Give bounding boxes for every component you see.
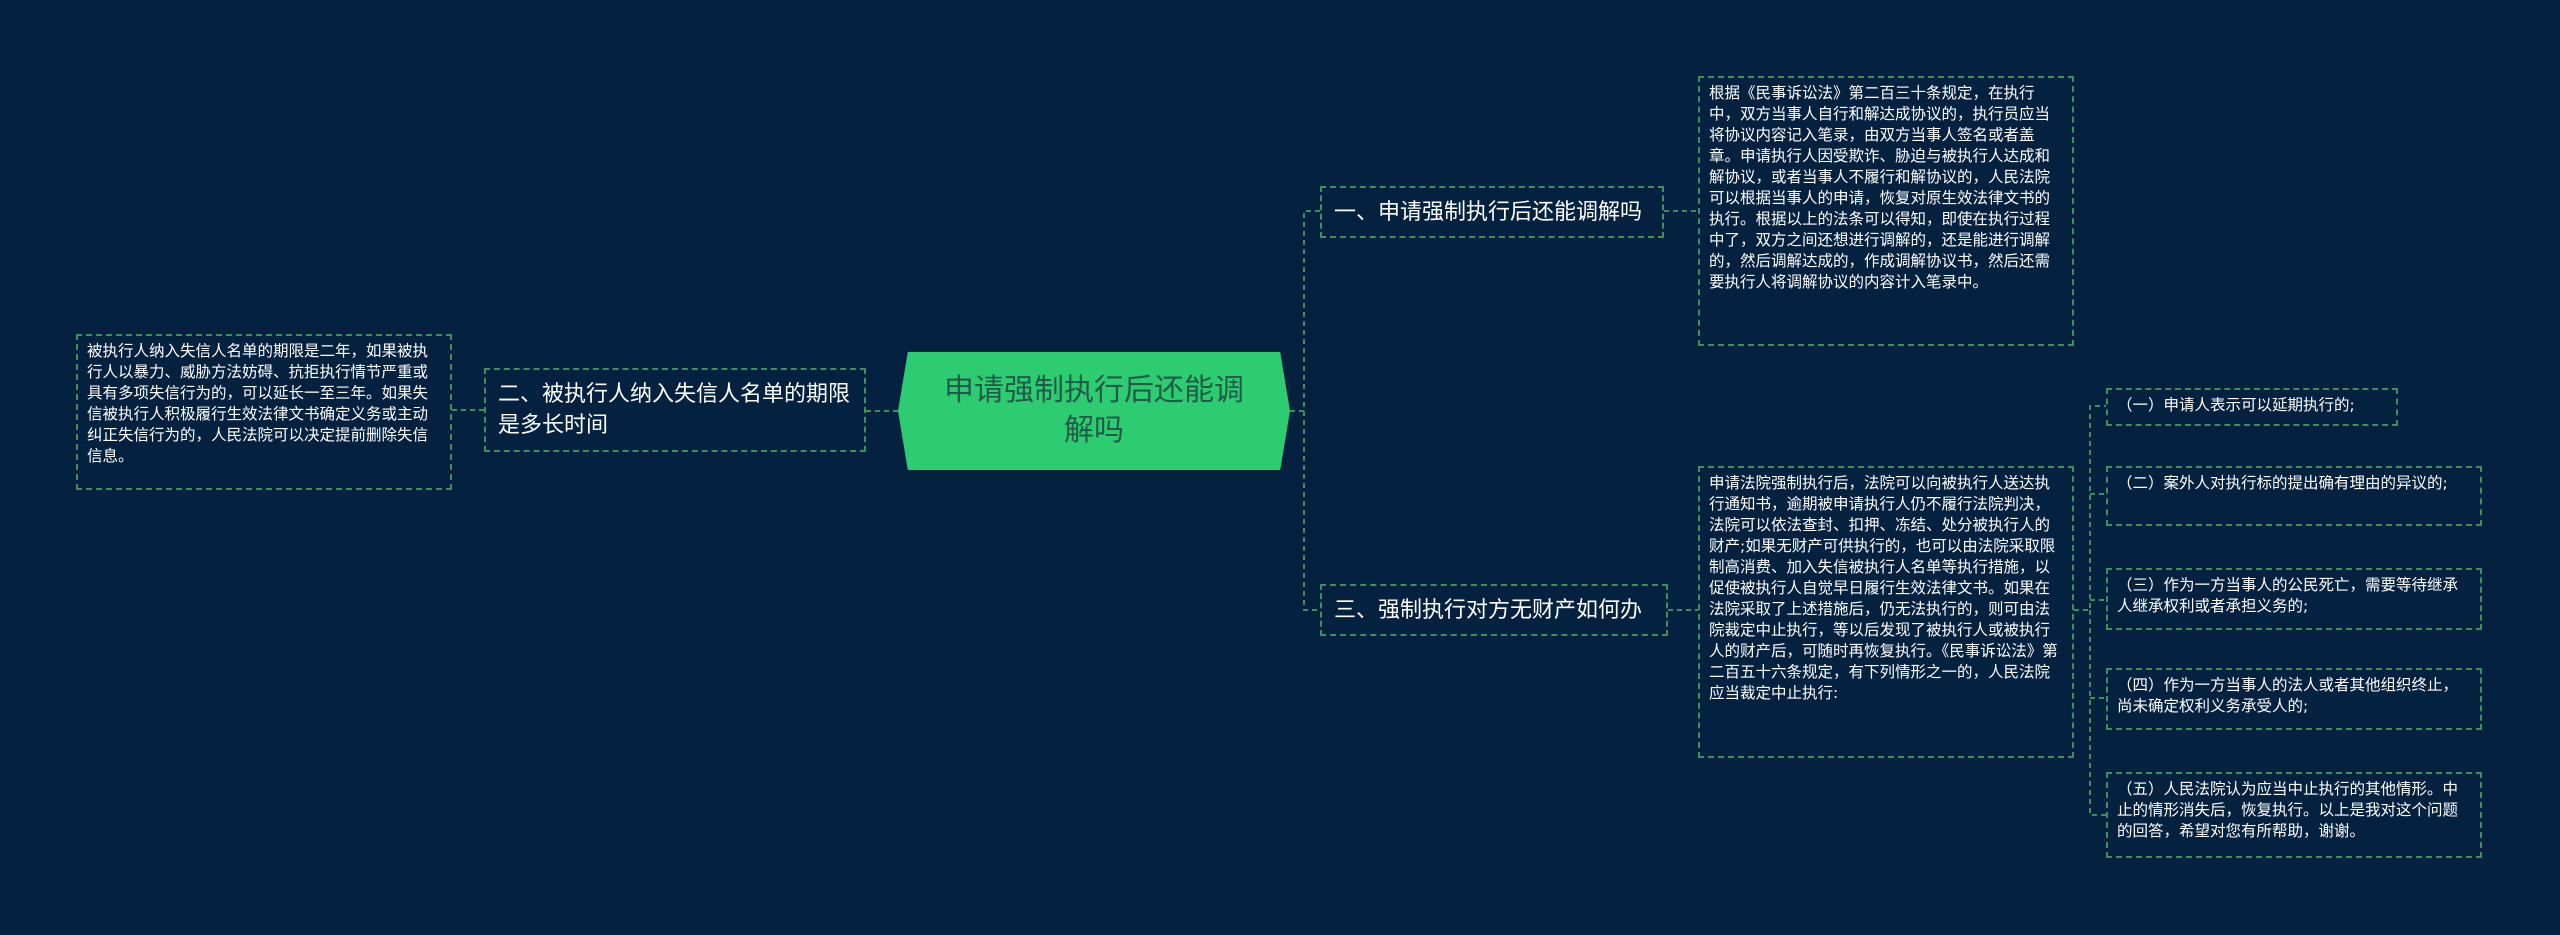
branch-3-item-2-text: （二）案外人对执行标的提出确有理由的异议的; — [2117, 474, 2448, 492]
root-topic[interactable]: 申请强制执行后还能调解吗 — [898, 352, 1290, 470]
branch-3-detail-text: 申请法院强制执行后，法院可以向被执行人送达执行通知书，逾期被申请执行人仍不履行法… — [1709, 474, 2058, 702]
branch-3-item-5-text: （五）人民法院认为应当中止执行的其他情形。中止的情形消失后，恢复执行。以上是我对… — [2117, 780, 2459, 840]
branch-2-topic[interactable]: 二、被执行人纳入失信人名单的期限是多长时间 — [484, 368, 866, 452]
branch-3-topic[interactable]: 三、强制执行对方无财产如何办 — [1320, 584, 1668, 636]
branch-3-item-3-text: （三）作为一方当事人的公民死亡，需要等待继承人继承权利或者承担义务的; — [2117, 576, 2459, 615]
branch-1-topic[interactable]: 一、申请强制执行后还能调解吗 — [1320, 186, 1664, 238]
branch-3-item-1[interactable]: （一）申请人表示可以延期执行的; — [2106, 388, 2398, 426]
connector-root-right-trunk — [1290, 210, 1320, 611]
connector-b3-items — [2074, 405, 2106, 816]
branch-3-item-3[interactable]: （三）作为一方当事人的公民死亡，需要等待继承人继承权利或者承担义务的; — [2106, 568, 2482, 630]
branch-3-item-4-text: （四）作为一方当事人的法人或者其他组织终止，尚未确定权利义务承受人的; — [2117, 676, 2459, 715]
branch-3-item-4[interactable]: （四）作为一方当事人的法人或者其他组织终止，尚未确定权利义务承受人的; — [2106, 668, 2482, 730]
branch-1-detail-text: 根据《民事诉讼法》第二百三十条规定，在执行中，双方当事人自行和解达成协议的，执行… — [1709, 84, 2051, 291]
branch-3-detail[interactable]: 申请法院强制执行后，法院可以向被执行人送达执行通知书，逾期被申请执行人仍不履行法… — [1698, 466, 2074, 758]
branch-2-label: 二、被执行人纳入失信人名单的期限是多长时间 — [498, 382, 851, 438]
root-topic-label: 申请强制执行后还能调解吗 — [944, 373, 1244, 448]
branch-1-label: 一、申请强制执行后还能调解吗 — [1334, 199, 1643, 225]
branch-2-detail[interactable]: 被执行人纳入失信人名单的期限是二年，如果被执行人以暴力、威胁方法妨碍、抗拒执行情… — [76, 334, 452, 490]
branch-3-item-5[interactable]: （五）人民法院认为应当中止执行的其他情形。中止的情形消失后，恢复执行。以上是我对… — [2106, 772, 2482, 858]
branch-3-item-1-text: （一）申请人表示可以延期执行的; — [2117, 396, 2355, 414]
branch-3-label: 三、强制执行对方无财产如何办 — [1334, 597, 1643, 623]
branch-3-item-2[interactable]: （二）案外人对执行标的提出确有理由的异议的; — [2106, 466, 2482, 526]
branch-1-detail[interactable]: 根据《民事诉讼法》第二百三十条规定，在执行中，双方当事人自行和解达成协议的，执行… — [1698, 76, 2074, 346]
branch-2-detail-text: 被执行人纳入失信人名单的期限是二年，如果被执行人以暴力、威胁方法妨碍、抗拒执行情… — [87, 342, 429, 465]
